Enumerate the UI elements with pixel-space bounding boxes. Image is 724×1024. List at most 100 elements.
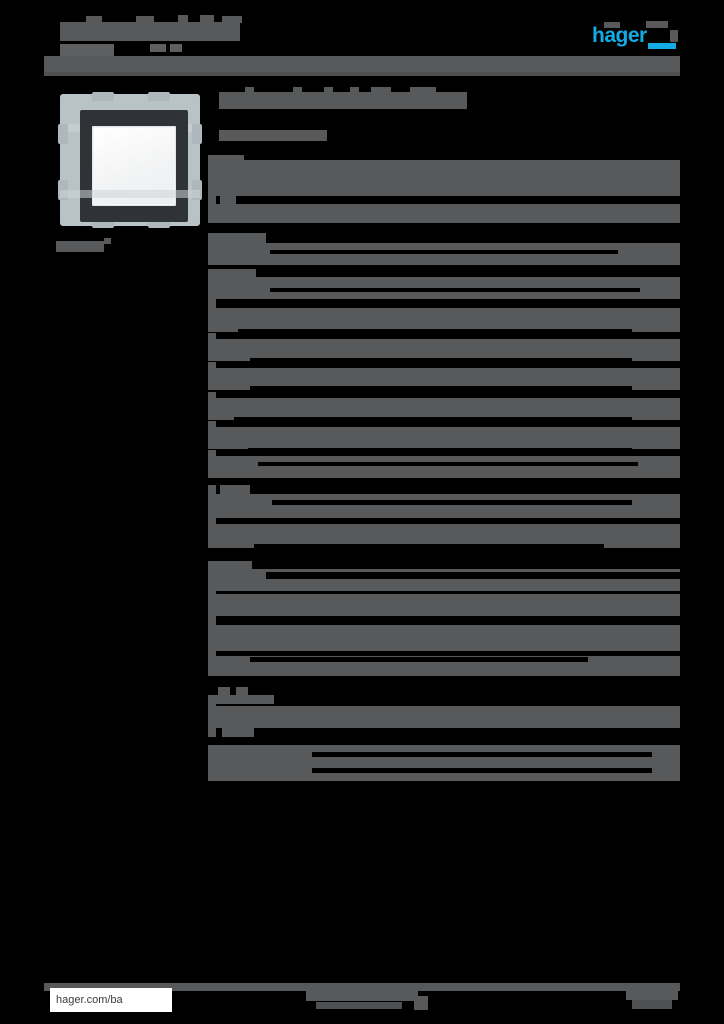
value-gap <box>270 250 618 254</box>
product-caption-superscript <box>104 238 111 244</box>
spec-group-heading-redaction <box>208 695 274 704</box>
logo-redaction-c <box>670 30 678 42</box>
logo-wordmark: hager <box>592 24 647 47</box>
header-divider-shadow <box>44 72 680 76</box>
value-gap <box>238 329 632 333</box>
row-separator <box>208 548 680 558</box>
spec-group-heading-redaction <box>218 687 230 696</box>
header-subtitle-redaction <box>60 44 114 56</box>
product-image <box>56 88 204 233</box>
frame-tab-top-right <box>148 92 170 101</box>
spec-label-redaction <box>208 518 216 526</box>
header-title-ascender-a <box>86 16 102 23</box>
spec-row <box>208 398 680 420</box>
spec-row <box>208 368 680 390</box>
spec-label-redaction <box>208 485 216 494</box>
frame-tab-top-left <box>92 92 114 101</box>
logo-underbar <box>648 43 676 49</box>
frame-tab-left-upper <box>58 124 68 144</box>
spec-label-redaction <box>208 772 216 781</box>
footer-center-redaction-c <box>414 996 428 1010</box>
page-title-ascender-d <box>350 87 359 92</box>
value-gap <box>272 500 632 505</box>
value-gap <box>266 572 680 579</box>
page-title-ascender-f <box>410 87 436 92</box>
spec-label-redaction <box>208 196 216 205</box>
spec-label-redaction <box>208 651 216 660</box>
frame-tab-bottom-right <box>148 219 170 228</box>
frame-tab-bottom-left <box>92 219 114 228</box>
spec-label-redaction <box>208 616 216 625</box>
value-gap <box>250 657 588 662</box>
value-gap <box>270 288 640 292</box>
header-subtitle-redaction-3 <box>170 44 182 52</box>
logo-redaction-a <box>604 22 620 28</box>
page-title-ascender-c <box>324 87 333 92</box>
spec-row <box>208 706 680 728</box>
frame-tab-right-upper <box>192 124 202 144</box>
spec-label-redaction <box>220 196 236 205</box>
row-separator <box>208 265 680 271</box>
spec-row <box>208 456 680 478</box>
spec-row <box>208 625 680 651</box>
value-gap <box>312 768 652 773</box>
spec-row <box>208 745 680 781</box>
row-separator <box>216 299 680 308</box>
mounting-frame <box>58 92 202 228</box>
header-subtitle-redaction-2 <box>150 44 166 52</box>
spec-group-heading-redaction <box>208 233 266 243</box>
header-title-ascender-d <box>200 15 214 23</box>
value-gap <box>248 448 632 452</box>
logo-redaction-b <box>646 21 668 28</box>
row-separator <box>256 728 680 737</box>
spec-label-redaction <box>208 299 216 308</box>
value-gap <box>250 358 632 362</box>
page-title-ascender-a <box>245 87 254 92</box>
value-gap <box>254 544 604 549</box>
page-header: hager <box>0 0 724 80</box>
spec-group-heading-redaction <box>208 561 252 570</box>
page-title-redaction <box>219 92 467 109</box>
header-title-redaction <box>60 22 240 41</box>
product-caption-redaction <box>56 241 104 252</box>
page-subtitle-redaction <box>219 130 327 141</box>
spec-label-redaction <box>208 392 216 400</box>
header-title-ascender-b <box>136 16 154 23</box>
row-separator <box>208 223 680 232</box>
value-gap <box>234 417 632 421</box>
value-gap <box>258 462 638 466</box>
spec-row <box>208 427 680 449</box>
page-footer <box>0 962 724 1024</box>
header-title-ascender-c <box>178 15 188 23</box>
row-separator <box>208 196 680 199</box>
row-separator <box>208 676 680 688</box>
value-gap <box>250 386 632 390</box>
footer-url-text: hager.com/ba <box>56 994 123 1006</box>
spec-label-redaction <box>208 745 216 754</box>
spec-group-heading-redaction <box>236 687 248 696</box>
spec-label-redaction <box>208 728 216 737</box>
spec-row <box>208 308 680 332</box>
spec-row <box>208 204 680 223</box>
row-separator <box>208 478 680 484</box>
spec-row <box>208 243 680 265</box>
page-number-redaction-b <box>632 1000 672 1009</box>
row-separator <box>250 616 680 625</box>
footer-url[interactable]: hager.com/ba <box>50 988 172 1012</box>
spec-group-heading-redaction <box>208 269 256 278</box>
spec-label-redaction <box>222 728 254 737</box>
footer-divider <box>44 983 680 991</box>
spec-label-redaction <box>220 485 250 494</box>
page-number-redaction-a <box>626 987 678 1000</box>
spec-row <box>208 339 680 361</box>
value-gap <box>312 752 652 757</box>
header-title-ascender-e <box>222 16 242 23</box>
header-divider <box>44 56 680 72</box>
spec-label-redaction <box>208 155 244 162</box>
spec-label-redaction <box>208 333 216 341</box>
spec-row <box>208 160 680 196</box>
spec-label-redaction <box>208 421 216 428</box>
hager-logo: hager <box>592 21 678 49</box>
